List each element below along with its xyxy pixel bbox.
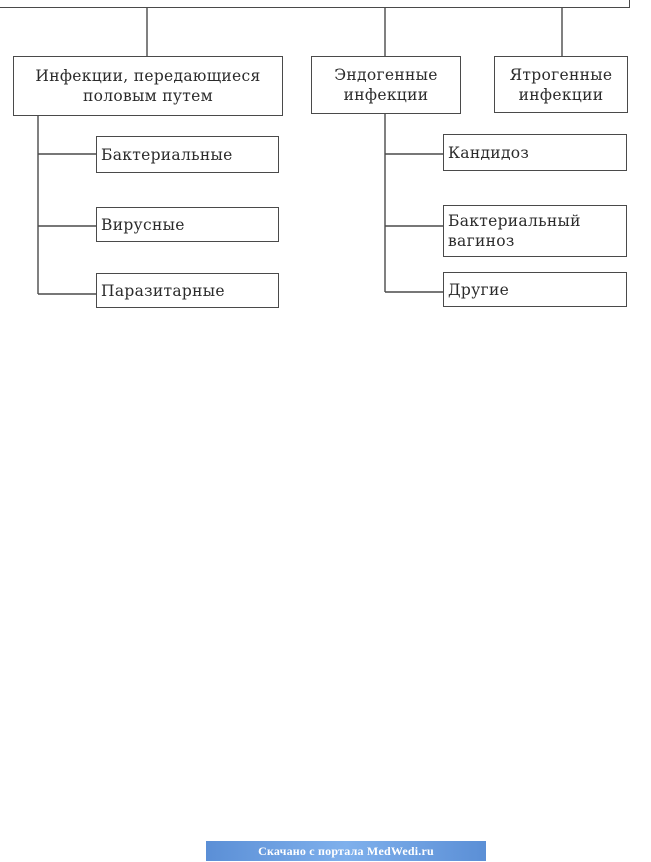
diagram-root-box	[0, 0, 630, 8]
item-viral: Вирусные	[96, 207, 279, 242]
category-endogenous: Эндогенные инфекции	[311, 56, 461, 114]
category-sexually-transmitted: Инфекции, передающиеся половым путем	[13, 56, 283, 116]
item-parasitic: Паразитарные	[96, 273, 279, 308]
item-other: Другие	[443, 272, 627, 307]
item-bacterial-vaginosis: Бактериальный вагиноз	[443, 205, 627, 257]
download-source-banner: Скачано с портала MedWedi.ru	[206, 841, 486, 861]
item-bacterial: Бактериальные	[96, 136, 279, 173]
category-iatrogenic: Ятрогенные инфекции	[494, 56, 628, 113]
item-candidiasis: Кандидоз	[443, 134, 627, 171]
